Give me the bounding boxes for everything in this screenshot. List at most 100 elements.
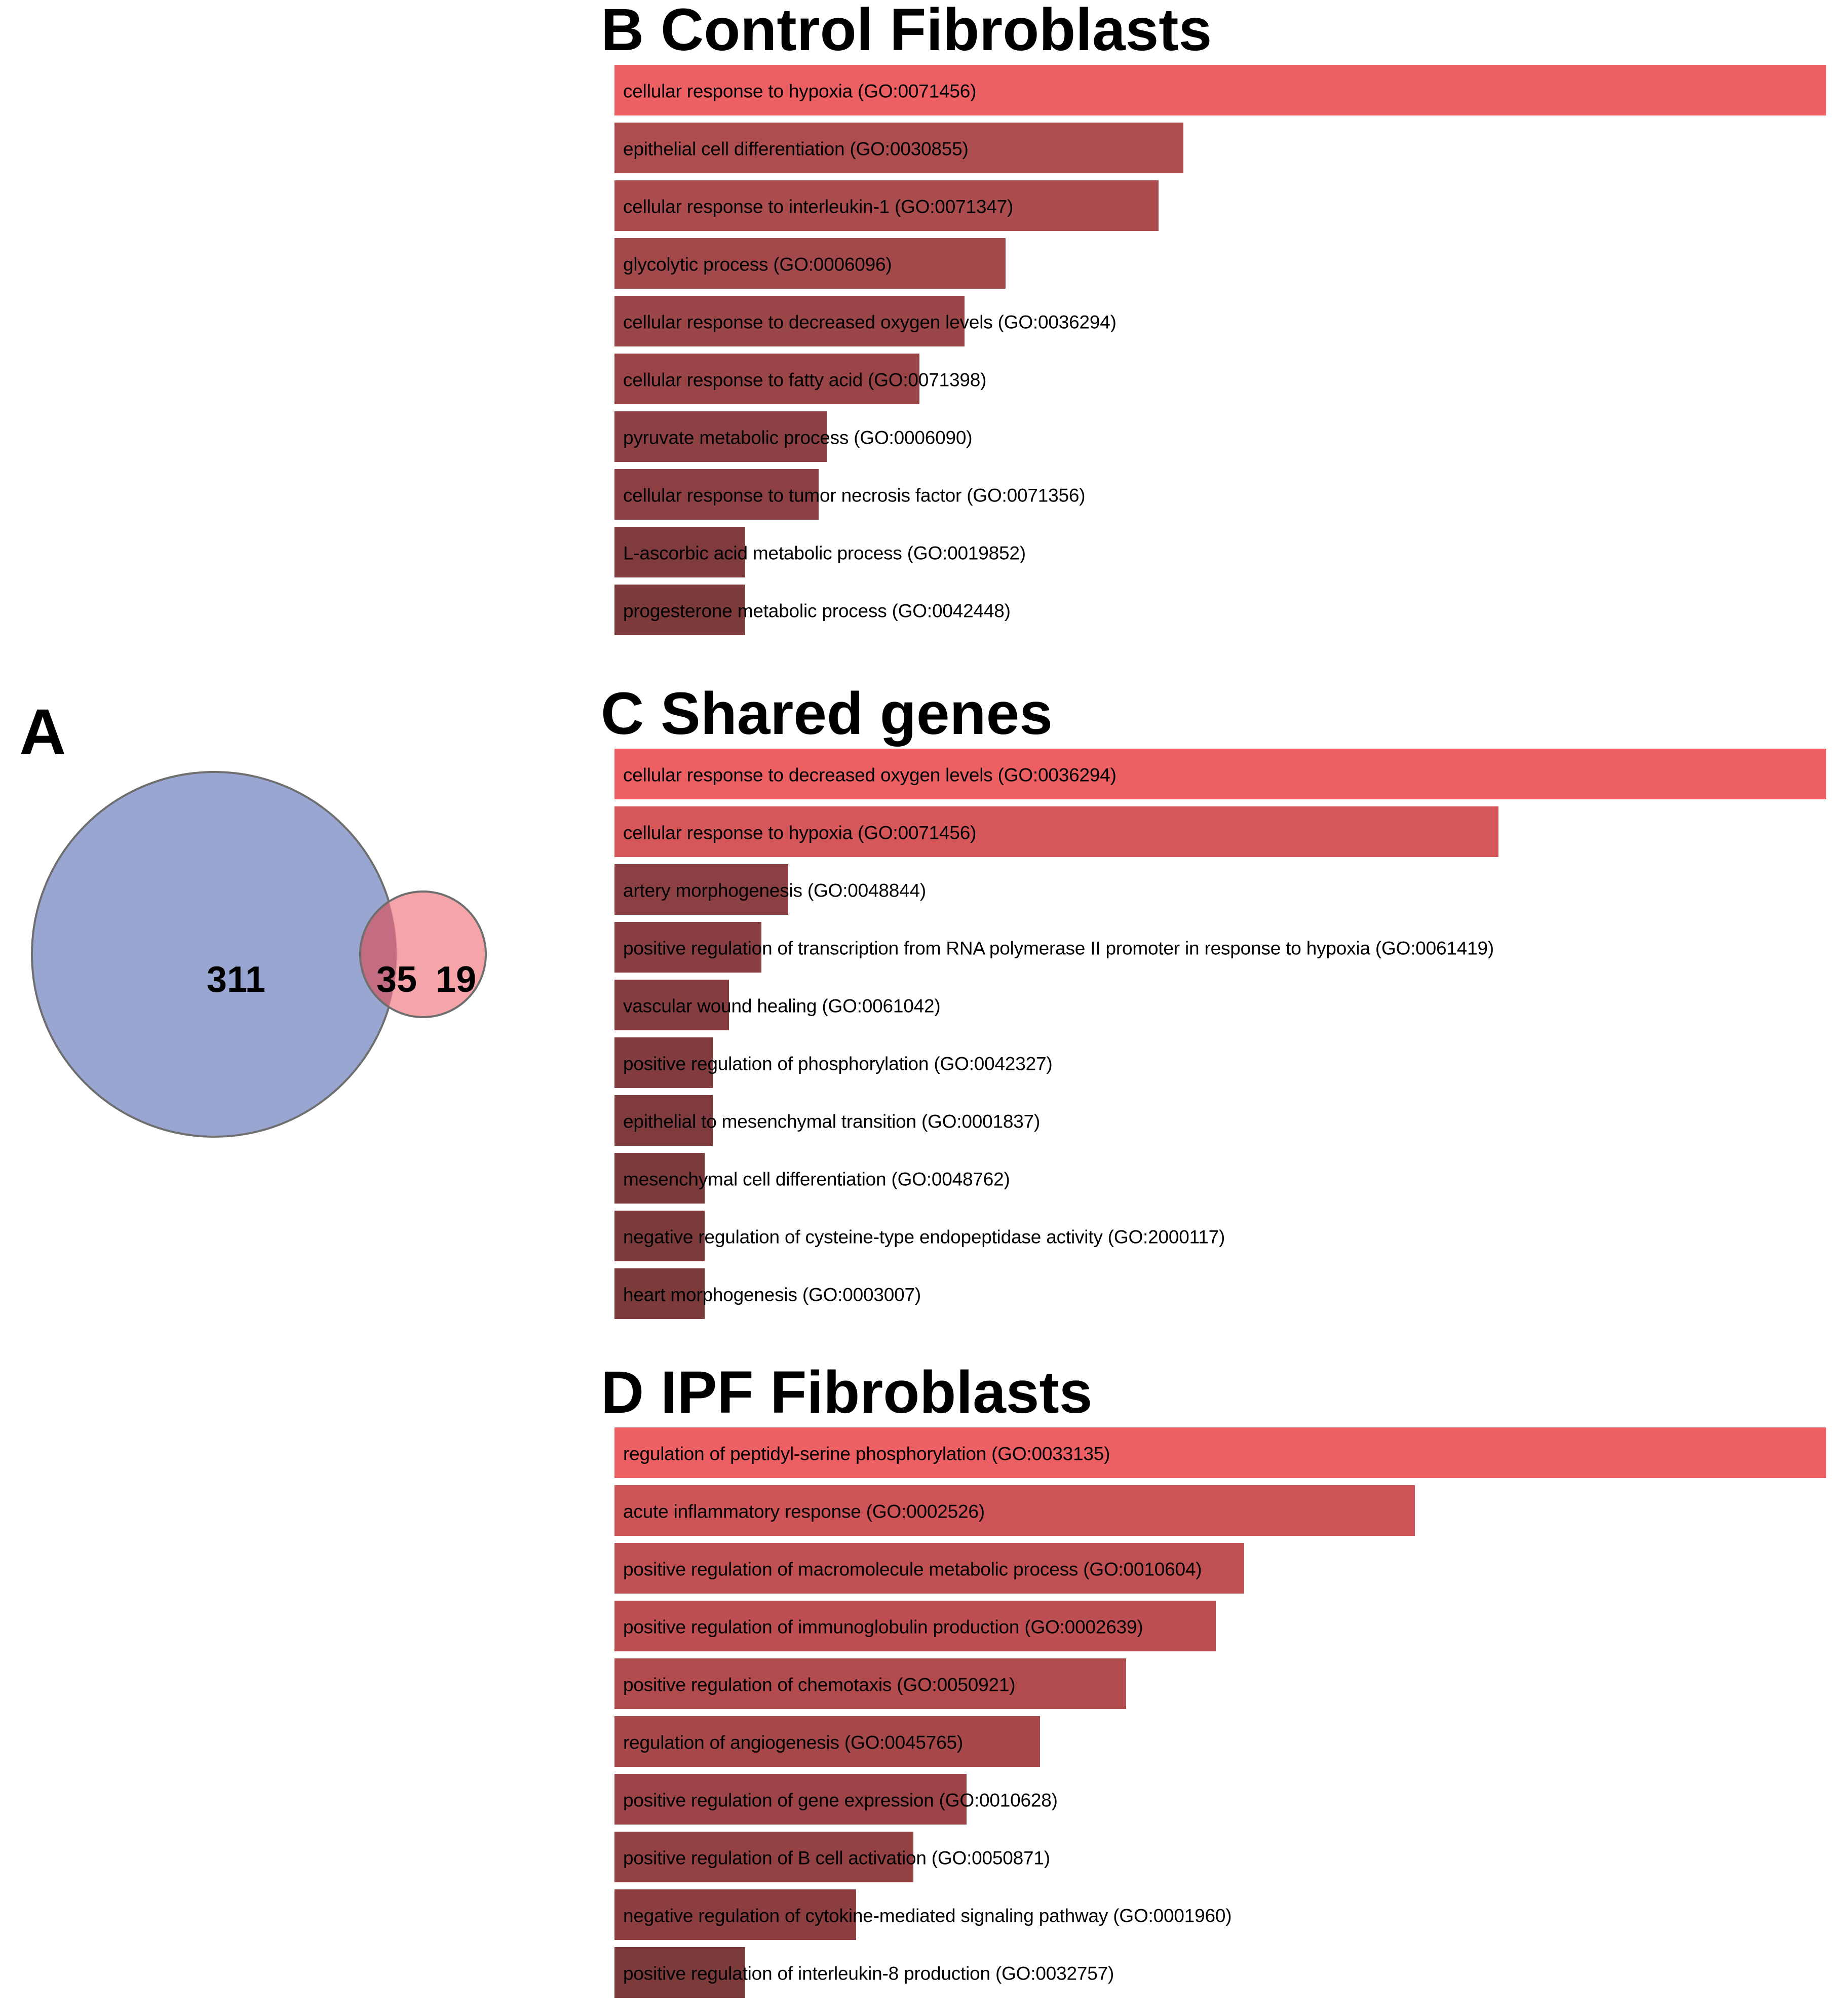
- bar-row[interactable]: regulation of angiogenesis (GO:0045765): [588, 1714, 1848, 1772]
- bar-row[interactable]: positive regulation of immunoglobulin pr…: [588, 1599, 1848, 1656]
- venn-circle-blue: [31, 771, 398, 1138]
- panel-b-bar-list: cellular response to hypoxia (GO:0071456…: [588, 63, 1848, 640]
- bar-row[interactable]: positive regulation of phosphorylation (…: [588, 1035, 1848, 1093]
- bar-row[interactable]: glycolytic process (GO:0006096): [588, 236, 1848, 294]
- bar-label: regulation of peptidyl-serine phosphoryl…: [623, 1443, 1110, 1464]
- bar-row[interactable]: epithelial to mesenchymal transition (GO…: [588, 1093, 1848, 1151]
- venn-diagram: [31, 771, 487, 1138]
- bar-row[interactable]: mesenchymal cell differentiation (GO:004…: [588, 1151, 1848, 1209]
- panel-c-letter: C: [601, 680, 644, 747]
- bar-row[interactable]: positive regulation of B cell activation…: [588, 1830, 1848, 1887]
- bar-row[interactable]: acute inflammatory response (GO:0002526): [588, 1483, 1848, 1541]
- bar-label: cellular response to fatty acid (GO:0071…: [623, 369, 987, 391]
- bar-rect: [614, 806, 1498, 857]
- bar-label: regulation of angiogenesis (GO:0045765): [623, 1732, 963, 1753]
- bar-label: negative regulation of cysteine-type end…: [623, 1226, 1225, 1248]
- bar-label: vascular wound healing (GO:0061042): [623, 995, 941, 1017]
- bar-row[interactable]: pyruvate metabolic process (GO:0006090): [588, 409, 1848, 467]
- bar-label: glycolytic process (GO:0006096): [623, 254, 892, 275]
- bar-label: heart morphogenesis (GO:0003007): [623, 1284, 921, 1305]
- bar-label: cellular response to decreased oxygen le…: [623, 764, 1116, 786]
- bar-row[interactable]: regulation of peptidyl-serine phosphoryl…: [588, 1425, 1848, 1483]
- bar-row[interactable]: cellular response to interleukin-1 (GO:0…: [588, 178, 1848, 236]
- bar-label: negative regulation of cytokine-mediated…: [623, 1905, 1232, 1926]
- panel-d-letter: D: [601, 1359, 644, 1426]
- bar-row[interactable]: heart morphogenesis (GO:0003007): [588, 1266, 1848, 1324]
- bar-label: epithelial cell differentiation (GO:0030…: [623, 138, 969, 160]
- bar-rect: [614, 922, 761, 973]
- panel-b-title: Control Fibroblasts: [661, 0, 1212, 63]
- bar-rect: [614, 1832, 913, 1882]
- bar-rect: [614, 749, 1826, 799]
- bar-row[interactable]: cellular response to hypoxia (GO:0071456…: [588, 804, 1848, 862]
- bar-rect: [614, 1774, 967, 1825]
- bar-row[interactable]: positive regulation of macromolecule met…: [588, 1541, 1848, 1599]
- panel-c-title: Shared genes: [661, 680, 1053, 747]
- panel-b-letter: B: [601, 0, 644, 63]
- bar-rect: [614, 123, 1183, 173]
- bar-label: cellular response to interleukin-1 (GO:0…: [623, 196, 1014, 217]
- bar-row[interactable]: positive regulation of transcription fro…: [588, 920, 1848, 978]
- bar-label: positive regulation of B cell activation…: [623, 1847, 1050, 1869]
- bar-label: cellular response to hypoxia (GO:0071456…: [623, 81, 977, 102]
- bar-row[interactable]: progesterone metabolic process (GO:00424…: [588, 583, 1848, 640]
- bar-rect: [614, 864, 788, 915]
- bar-row[interactable]: positive regulation of chemotaxis (GO:00…: [588, 1656, 1848, 1714]
- bar-label: positive regulation of chemotaxis (GO:00…: [623, 1674, 1016, 1695]
- bar-label: positive regulation of phosphorylation (…: [623, 1053, 1053, 1074]
- bar-row[interactable]: L-ascorbic acid metabolic process (GO:00…: [588, 525, 1848, 583]
- bar-label: positive regulation of immunoglobulin pr…: [623, 1616, 1143, 1638]
- bar-label: cellular response to decreased oxygen le…: [623, 312, 1116, 333]
- bar-rect: [614, 1485, 1415, 1536]
- bar-row[interactable]: cellular response to hypoxia (GO:0071456…: [588, 63, 1848, 121]
- bar-label: cellular response to hypoxia (GO:0071456…: [623, 822, 977, 843]
- bar-rect: [614, 1153, 705, 1204]
- bar-rect: [614, 469, 819, 520]
- bar-label: positive regulation of macromolecule met…: [623, 1559, 1202, 1580]
- bar-rect: [614, 1211, 705, 1261]
- bar-row[interactable]: positive regulation of interleukin-8 pro…: [588, 1945, 1848, 2003]
- bar-row[interactable]: cellular response to decreased oxygen le…: [588, 747, 1848, 804]
- bar-label: acute inflammatory response (GO:0002526): [623, 1501, 985, 1522]
- panel-b-control-fibroblasts: B Control Fibroblasts cellular response t…: [588, 0, 1848, 640]
- bar-rect: [614, 1268, 705, 1319]
- bar-label: pyruvate metabolic process (GO:0006090): [623, 427, 973, 448]
- bar-rect: [614, 1037, 713, 1088]
- bar-row[interactable]: artery morphogenesis (GO:0048844): [588, 862, 1848, 920]
- bar-rect: [614, 65, 1826, 115]
- bar-row[interactable]: positive regulation of gene expression (…: [588, 1772, 1848, 1830]
- panel-a-letter: A: [19, 696, 66, 768]
- bar-rect: [614, 1427, 1826, 1478]
- bar-rect: [614, 296, 965, 346]
- venn-count-right: 19: [435, 959, 477, 1000]
- venn-count-left: 311: [206, 959, 266, 1000]
- bar-rect: [614, 980, 729, 1030]
- bar-rect: [614, 1658, 1126, 1709]
- panel-d-title: IPF Fibroblasts: [661, 1359, 1093, 1426]
- bar-label: artery morphogenesis (GO:0048844): [623, 880, 927, 901]
- bar-rect: [614, 1947, 745, 1998]
- bar-label: positive regulation of transcription fro…: [623, 938, 1494, 959]
- bar-row[interactable]: epithelial cell differentiation (GO:0030…: [588, 121, 1848, 178]
- bar-rect: [614, 527, 745, 577]
- bar-label: positive regulation of interleukin-8 pro…: [623, 1963, 1114, 1984]
- bar-row[interactable]: cellular response to fatty acid (GO:0071…: [588, 352, 1848, 409]
- panel-d-bar-list: regulation of peptidyl-serine phosphoryl…: [588, 1425, 1848, 2003]
- bar-row[interactable]: negative regulation of cytokine-mediated…: [588, 1887, 1848, 1945]
- bar-row[interactable]: cellular response to decreased oxygen le…: [588, 294, 1848, 352]
- bar-rect: [614, 1889, 856, 1940]
- venn-overlap-region: [359, 890, 397, 1018]
- bar-label: cellular response to tumor necrosis fact…: [623, 485, 1086, 506]
- bar-label: positive regulation of gene expression (…: [623, 1790, 1058, 1811]
- bar-row[interactable]: cellular response to tumor necrosis fact…: [588, 467, 1848, 525]
- bar-rect: [614, 1601, 1216, 1651]
- bar-row[interactable]: vascular wound healing (GO:0061042): [588, 978, 1848, 1035]
- bar-row[interactable]: negative regulation of cysteine-type end…: [588, 1209, 1848, 1266]
- panel-b-heading: B Control Fibroblasts: [588, 0, 1848, 60]
- bar-label: mesenchymal cell differentiation (GO:004…: [623, 1169, 1010, 1190]
